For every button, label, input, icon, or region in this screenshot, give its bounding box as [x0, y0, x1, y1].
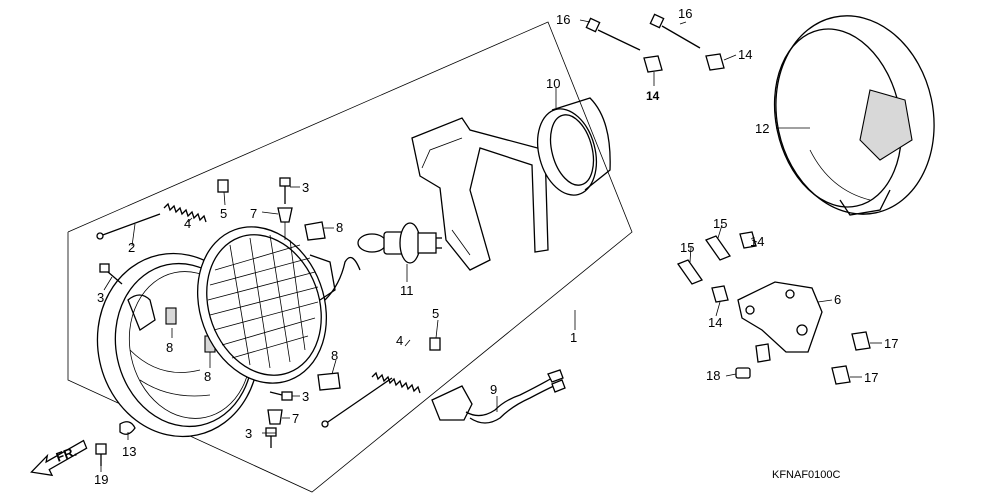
callout-3-left: 3 — [97, 290, 104, 305]
nut-17-upper — [851, 331, 871, 351]
callout-17-lower: 17 — [864, 370, 878, 385]
callout-8-left: 8 — [166, 340, 173, 355]
bolt-19 — [95, 443, 107, 466]
callout-14-top-left: 14 — [646, 89, 660, 103]
callout-16-right: 16 — [678, 6, 692, 21]
callout-8-top: 8 — [336, 220, 343, 235]
callout-8-lower: 8 — [331, 348, 338, 363]
callout-14-bracket-lower: 14 — [708, 315, 722, 330]
callout-9: 9 — [490, 382, 497, 397]
callout-3-top: 3 — [302, 180, 309, 195]
adjust-screw-upper — [96, 213, 161, 240]
front-direction-arrow: FR. — [30, 439, 88, 477]
callout-15-lower: 15 — [680, 240, 694, 255]
headlight-shell — [773, 15, 935, 216]
front-direction-label: FR. — [54, 444, 79, 465]
clip-8-top — [304, 221, 326, 241]
assembly-boundary — [67, 21, 633, 493]
bolt-16-right — [649, 13, 701, 49]
callout-14-bracket-upper: 14 — [750, 234, 764, 249]
callout-7-top: 7 — [250, 206, 257, 221]
screw-3-top — [279, 177, 291, 204]
callout-4-upper: 4 — [184, 216, 191, 231]
callout-17-upper: 17 — [884, 336, 898, 351]
leader-lines — [100, 19, 882, 472]
spring-upper — [163, 202, 207, 223]
callout-8-mid: 8 — [204, 369, 211, 384]
callout-2: 2 — [128, 240, 135, 255]
screw-3-mid — [269, 391, 293, 401]
callout-18: 18 — [706, 368, 720, 383]
nut-14-lower — [711, 285, 729, 303]
diagram-code: KFNAF0100C — [772, 469, 841, 481]
callout-12: 12 — [755, 121, 769, 136]
callout-11: 11 — [400, 283, 414, 298]
callout-5-upper: 5 — [220, 206, 227, 221]
callout-7-low: 7 — [292, 411, 299, 426]
callout-16-left: 16 — [556, 12, 570, 27]
callout-3-low: 3 — [245, 426, 252, 441]
nut-14-upper — [739, 231, 757, 249]
callout-13: 13 — [122, 444, 136, 459]
clip-8-lower — [317, 372, 341, 391]
callout-4-lower: 4 — [396, 333, 403, 348]
bracket-6 — [737, 281, 823, 353]
screw-18-stud — [755, 343, 771, 363]
callout-5-lower: 5 — [432, 306, 439, 321]
collar-7-top — [277, 207, 293, 240]
callout-6: 6 — [834, 292, 841, 307]
bulb — [357, 222, 442, 264]
wire-harness — [431, 369, 566, 424]
adjust-screw-lower — [321, 377, 393, 428]
collar-15-upper — [704, 235, 732, 261]
callout-14-top-right: 14 — [738, 47, 752, 62]
light-case — [537, 97, 611, 196]
screw-18 — [735, 367, 751, 379]
grommet-13 — [119, 421, 136, 435]
nut-5-lower — [429, 337, 441, 351]
callout-19: 19 — [94, 472, 108, 487]
nut-14-right — [705, 53, 725, 71]
nut-14-left — [643, 55, 663, 73]
callout-15-upper: 15 — [713, 216, 727, 231]
lens-unit — [196, 226, 336, 384]
collar-15-lower — [676, 259, 704, 285]
callout-3-mid: 3 — [302, 389, 309, 404]
socket-wire — [324, 256, 361, 301]
callout-labels: 1 2 3 3 3 3 4 4 5 5 6 7 7 8 8 8 8 9 10 1… — [94, 6, 898, 487]
nut-5-upper — [217, 179, 229, 193]
nut-17-lower — [831, 365, 851, 385]
collar-7-low — [267, 409, 283, 425]
callout-10: 10 — [546, 76, 560, 91]
screw-3-left — [99, 263, 123, 285]
headlight-stay — [411, 117, 549, 271]
callout-1: 1 — [570, 330, 577, 345]
screw-3-low — [265, 427, 277, 448]
bolt-16-left — [585, 17, 641, 51]
spring-lower — [371, 371, 421, 394]
